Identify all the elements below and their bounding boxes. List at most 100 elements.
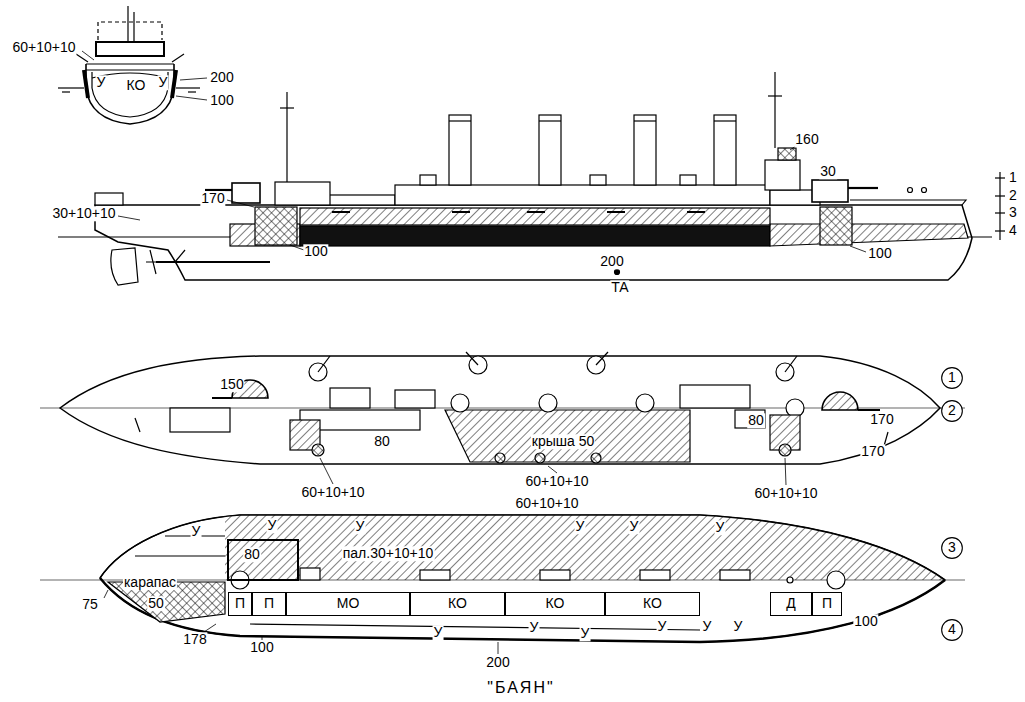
side-profile xyxy=(995,177,1005,178)
side-profile xyxy=(768,95,782,96)
armor-label: У xyxy=(575,519,586,534)
upper-deck-plan xyxy=(735,410,765,428)
armor-label: У xyxy=(267,518,278,533)
upper-deck-plan xyxy=(858,409,880,411)
upper-deck-plan xyxy=(636,394,654,412)
armor-label: карапас xyxy=(123,575,177,590)
armor-label: 200 xyxy=(485,655,510,670)
armor-label: У xyxy=(702,619,713,634)
node-text: 1 xyxy=(948,370,956,385)
side-profile xyxy=(850,246,866,252)
armor-label: ТА xyxy=(610,280,629,295)
side-profile xyxy=(452,211,470,213)
armor-label: 200 xyxy=(599,254,624,269)
armor-label: 170 xyxy=(860,444,885,459)
cross-section xyxy=(172,70,176,98)
armor-label: 100 xyxy=(209,93,234,108)
lower-deck-plan xyxy=(40,580,965,581)
armor-label: У xyxy=(580,626,591,641)
upper-deck-plan xyxy=(596,352,608,365)
lower-deck-plan xyxy=(100,515,945,580)
compartment-box: П xyxy=(228,592,252,616)
side-profile xyxy=(420,175,436,185)
armor-label: 100 xyxy=(249,640,274,655)
cross-section xyxy=(84,70,88,98)
side-profile xyxy=(812,180,848,202)
armor-label: КО xyxy=(126,78,147,93)
armor-label: 80 xyxy=(747,413,765,428)
armor-label: пал.30+10+10 xyxy=(342,546,435,561)
side-profile xyxy=(634,115,656,185)
cross-section xyxy=(92,72,168,117)
armor-label: У xyxy=(629,519,640,534)
armor-label: У xyxy=(96,75,107,90)
cross-section xyxy=(86,63,174,64)
node-text: 4 xyxy=(948,622,956,637)
upper-deck-plan xyxy=(60,356,940,464)
upper-deck-plan xyxy=(395,390,435,408)
armor-label: У xyxy=(191,524,202,539)
cross-section xyxy=(76,54,88,62)
upper-deck-plan xyxy=(822,392,858,410)
lower-deck-plan xyxy=(40,495,965,654)
side-profile xyxy=(95,193,123,205)
cross-section xyxy=(98,22,162,40)
cross-section xyxy=(188,91,196,92)
armor-label: 170 xyxy=(869,412,894,427)
side-profile xyxy=(332,211,350,213)
side-profile xyxy=(539,115,561,185)
cross-section xyxy=(127,6,128,42)
side-profile xyxy=(449,120,471,121)
node-text: П xyxy=(235,596,245,611)
compartment-box: Д xyxy=(770,592,812,616)
cross-section xyxy=(86,64,174,124)
upper-deck-plan xyxy=(535,453,545,463)
side-profile xyxy=(255,207,297,245)
side-profile xyxy=(714,120,736,121)
side-profile xyxy=(395,185,770,205)
armor-label: 75 xyxy=(81,597,99,612)
side-profile xyxy=(634,120,656,121)
armor-label: У xyxy=(529,620,540,635)
armor-label: 60+10+10 xyxy=(300,485,365,500)
lower-deck-plan xyxy=(100,578,945,642)
armor-label: У xyxy=(715,520,726,535)
cross-section xyxy=(58,6,207,124)
cross-section xyxy=(180,78,207,80)
armor-label: 200 xyxy=(209,70,234,85)
cross-section xyxy=(133,12,134,42)
side-profile xyxy=(850,200,966,205)
lower-deck-plan xyxy=(250,624,700,630)
armor-label: 4 xyxy=(1008,223,1018,238)
side-profile xyxy=(286,92,287,182)
armor-label: У xyxy=(433,625,444,640)
node-text: 3 xyxy=(948,540,956,555)
cross-section xyxy=(96,42,164,56)
side-profile xyxy=(908,188,913,193)
armor-label: 80 xyxy=(373,434,391,449)
armor-label: 160 xyxy=(794,132,819,147)
compartment-box: МО xyxy=(286,592,410,616)
side-profile xyxy=(449,115,471,185)
upper-deck-plan xyxy=(445,410,690,462)
upper-deck-plan xyxy=(330,388,370,408)
side-profile xyxy=(290,245,304,250)
side-profile xyxy=(687,211,705,213)
armor-label: 150 xyxy=(219,377,244,392)
side-profile xyxy=(765,160,800,190)
side-profile xyxy=(275,182,330,205)
side-profile xyxy=(95,205,972,280)
upper-deck-plan xyxy=(539,394,557,412)
side-profile xyxy=(227,200,254,207)
cross-section xyxy=(82,51,94,60)
compartment-box: П xyxy=(252,592,286,616)
view-number-circle: 3 xyxy=(941,537,963,559)
side-profile xyxy=(539,120,561,121)
compartment-box: КО xyxy=(505,592,605,616)
side-profile xyxy=(770,224,968,246)
side-profile xyxy=(820,207,852,245)
upper-deck-plan xyxy=(785,356,797,372)
cross-section xyxy=(62,91,70,92)
node-text: П xyxy=(822,596,832,611)
lower-deck-plan xyxy=(300,568,320,580)
